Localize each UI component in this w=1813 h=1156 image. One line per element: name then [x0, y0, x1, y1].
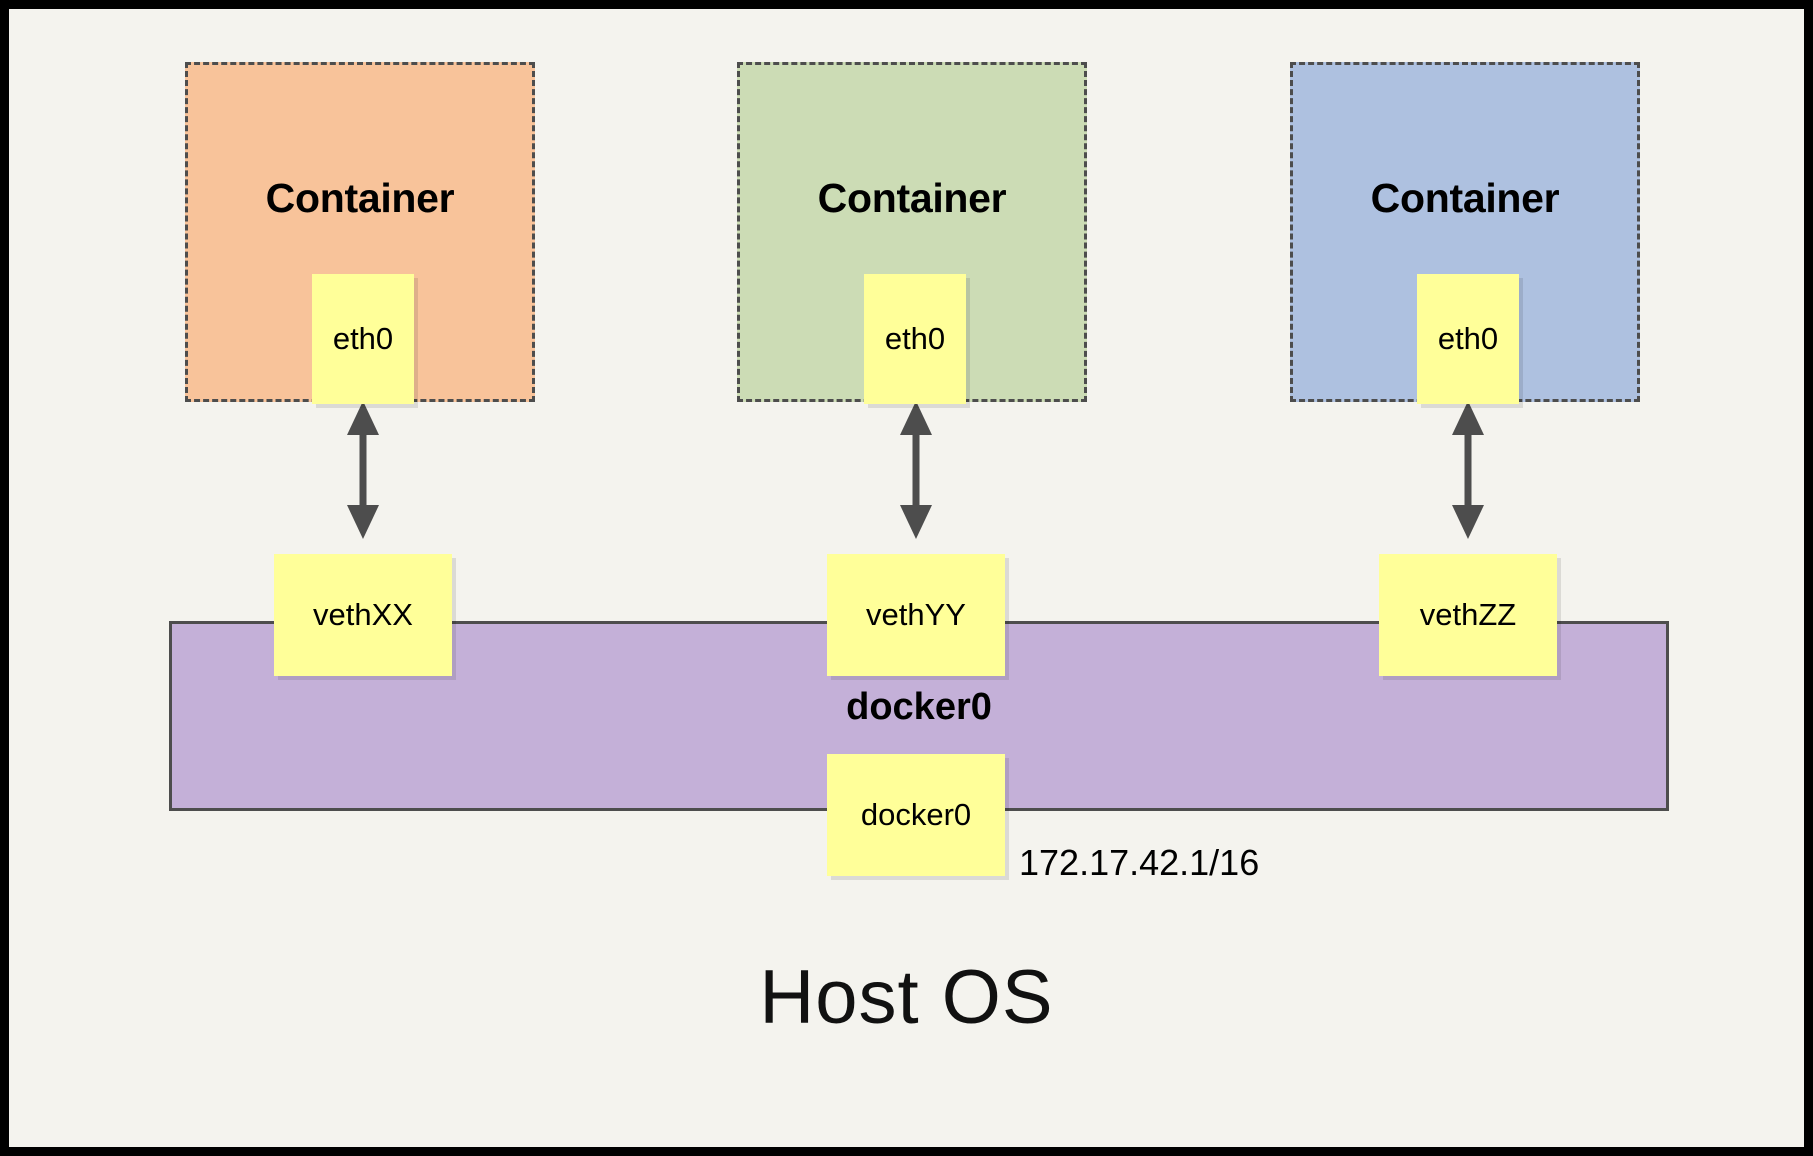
container-title-3: Container — [1370, 175, 1560, 221]
eth0-interface-chip-3: eth0 — [1417, 274, 1519, 404]
link-arrow-1 — [347, 401, 379, 539]
host-os-label: Host OS — [759, 955, 1054, 1040]
veth-chip-3: vethZZ — [1379, 554, 1557, 676]
eth0-interface-chip-1: eth0 — [312, 274, 414, 404]
docker0-bridge-label: docker0 — [846, 686, 992, 728]
host-os-area: Container Container Container eth0 eth0 … — [9, 9, 1804, 1147]
link-arrow-3 — [1452, 401, 1484, 539]
eth0-interface-chip-2: eth0 — [864, 274, 966, 404]
veth-chip-2: vethYY — [827, 554, 1005, 676]
veth-chip-1: vethXX — [274, 554, 452, 676]
docker0-interface-chip: docker0 — [827, 754, 1005, 876]
container-title-2: Container — [817, 175, 1007, 221]
container-title-1: Container — [265, 175, 455, 221]
link-arrow-2 — [900, 401, 932, 539]
docker0-ip-label: 172.17.42.1/16 — [1019, 842, 1260, 883]
